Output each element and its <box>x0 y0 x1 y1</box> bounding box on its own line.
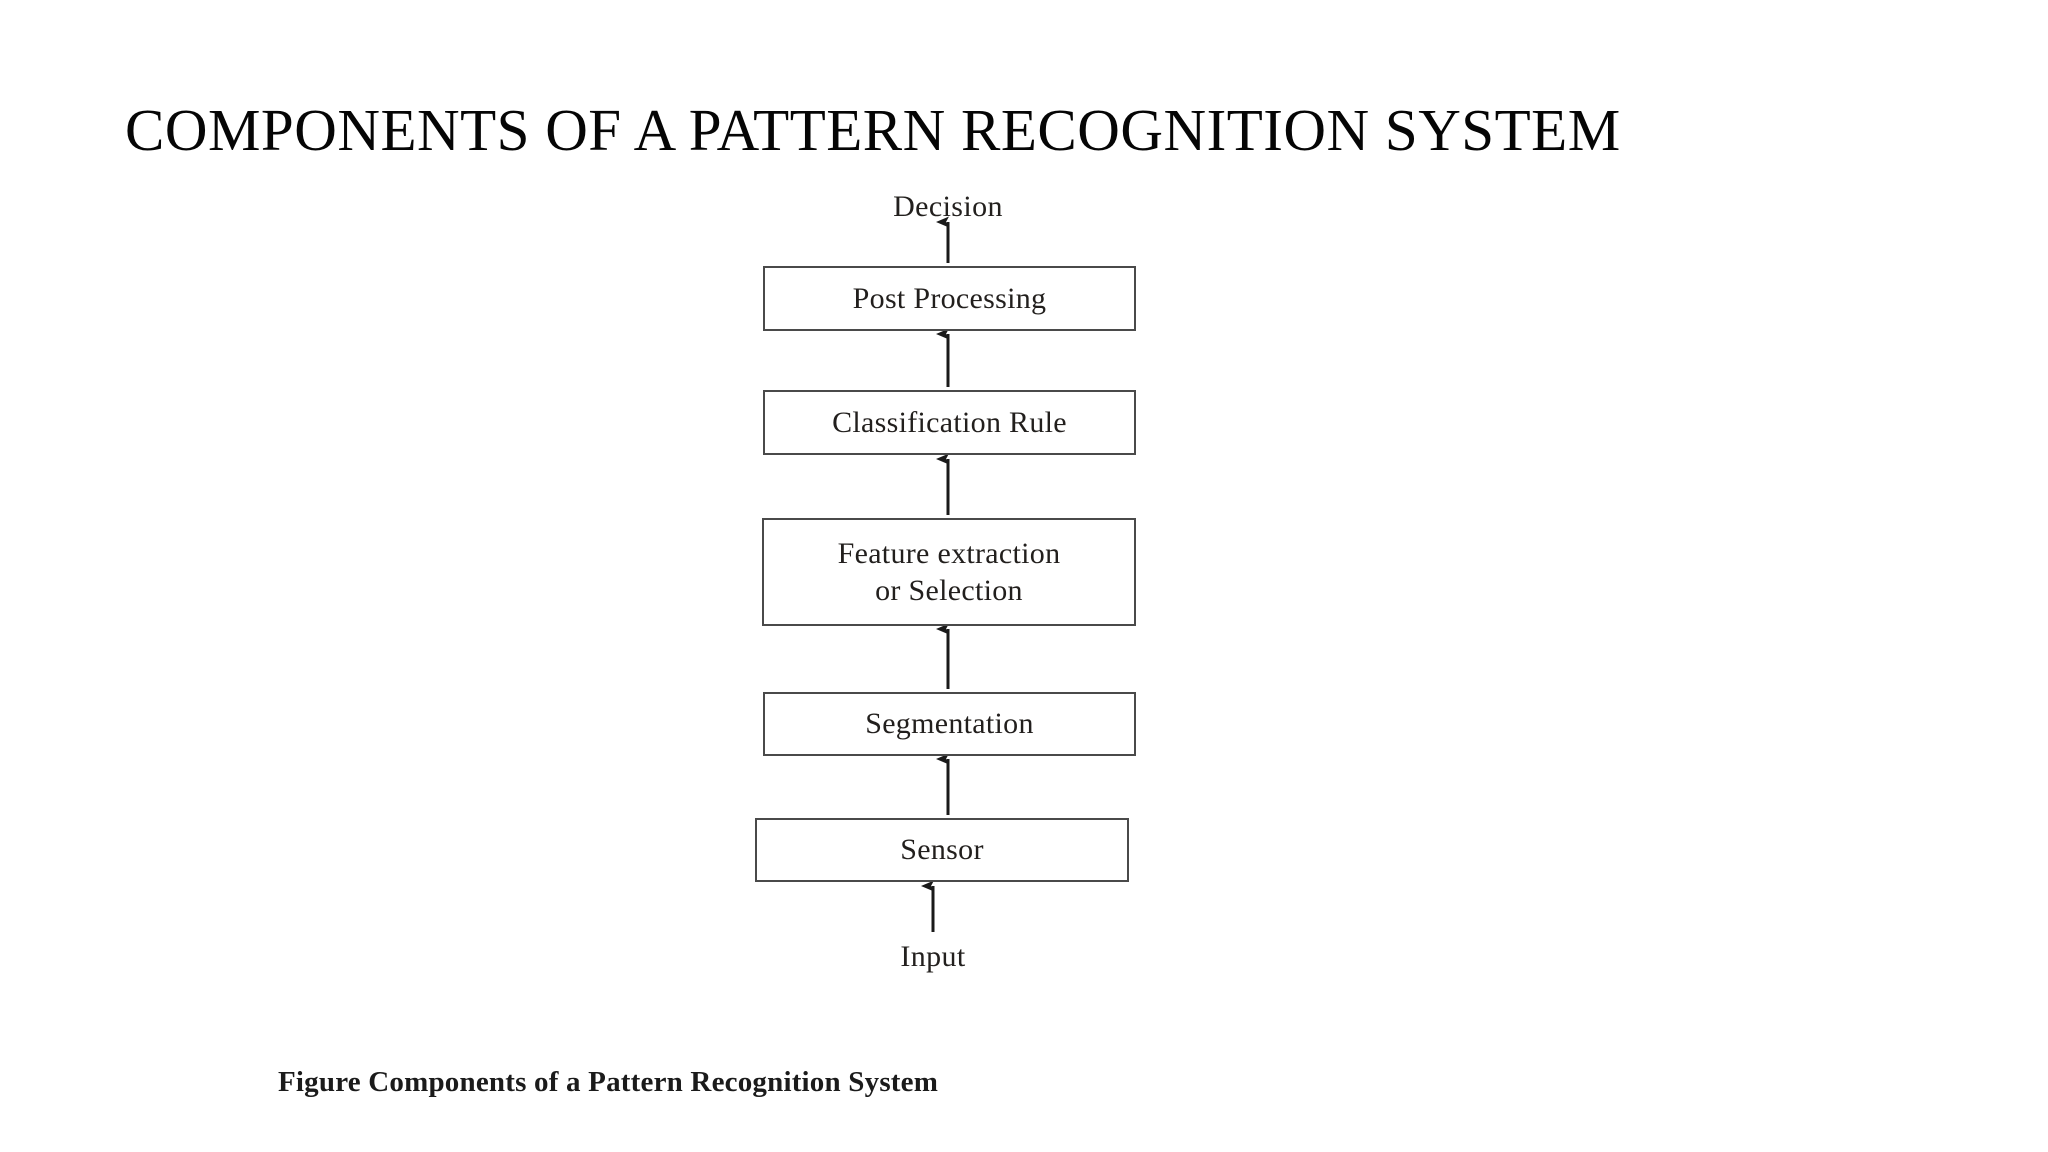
stage-label-segmentation: Segmentation <box>865 707 1034 741</box>
flow-output-label-decision: Decision <box>893 190 1003 223</box>
stage-label-classification-rule: Classification Rule <box>832 405 1067 439</box>
stage-label-sensor: Sensor <box>900 833 984 867</box>
stage-box-post-processing[interactable]: Post Processing <box>763 266 1136 331</box>
stage-box-classification-rule[interactable]: Classification Rule <box>763 390 1136 455</box>
figure-caption: Figure Components of a Pattern Recogniti… <box>278 1066 939 1098</box>
stage-box-segmentation[interactable]: Segmentation <box>763 692 1136 756</box>
stage-label-feature-extraction: Feature extraction or Selection <box>837 536 1061 607</box>
stage-box-feature-extraction[interactable]: Feature extraction or Selection <box>762 518 1136 626</box>
page-title: COMPONENTS OF A PATTERN RECOGNITION SYST… <box>125 97 1621 163</box>
stage-label-post-processing: Post Processing <box>852 281 1047 315</box>
stage-box-sensor[interactable]: Sensor <box>755 818 1129 882</box>
flow-input-label-input: Input <box>900 940 966 973</box>
